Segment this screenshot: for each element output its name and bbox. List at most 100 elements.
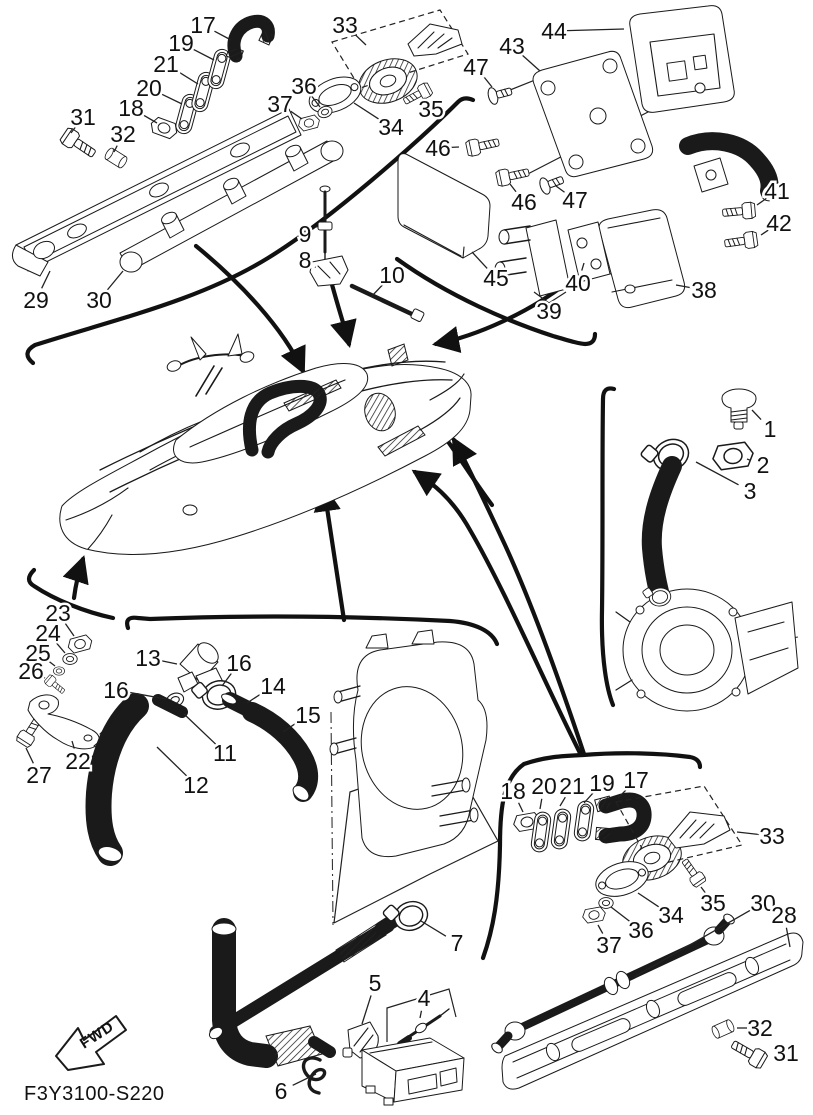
callout-31-5: 31: [70, 104, 96, 130]
callout-30-8: 30: [86, 287, 112, 313]
jetski-illustration: [59, 333, 472, 556]
callout-leader-34-12: [353, 102, 381, 121]
part-bolt-26: [43, 673, 68, 697]
callout-leader-10-16: [370, 283, 384, 298]
callout-36-57: 36: [628, 917, 654, 943]
part-group-lower-left: [14, 633, 319, 866]
callout-leader-40-24: [581, 262, 585, 271]
callout-leader-18-4: [141, 113, 158, 124]
callout-leader-22-36: [71, 740, 75, 749]
callout-leader-44-17: [566, 28, 625, 32]
callout-30-59: 30: [750, 890, 776, 916]
part-bolt-41: [721, 201, 757, 222]
callout-17-0: 17: [190, 12, 216, 38]
callout-leader-34-56: [637, 892, 661, 909]
part-plate-40: [567, 221, 611, 283]
part-screw-47: [485, 82, 515, 106]
callout-leader-19-1: [192, 48, 215, 61]
callout-20-50: 20: [531, 773, 557, 799]
callout-leader-24-33: [55, 642, 66, 654]
callout-35-13: 35: [418, 96, 444, 122]
callout-leader-29-7: [41, 270, 51, 289]
callout-leader-12-44: [156, 746, 188, 777]
callout-34-12: 34: [378, 114, 404, 140]
callout-leader-13-38: [160, 659, 178, 665]
callout-leader-41-27: [756, 197, 767, 206]
callout-leader-3-31: [695, 461, 739, 486]
callout-19-52: 19: [589, 770, 615, 796]
callout-leader-4-47: [419, 1010, 423, 1019]
part-group-bottom-center: [208, 892, 465, 1106]
callout-31-62: 31: [773, 1040, 799, 1066]
callout-25-34: 25: [25, 640, 51, 666]
part-stay-33: [407, 23, 463, 57]
callout-leader-18-49: [518, 802, 524, 813]
part-washer-25: [53, 666, 65, 676]
callout-leader-17-53: [617, 788, 628, 799]
callout-leader-37-11: [290, 110, 303, 120]
callout-44-17: 44: [541, 18, 567, 44]
callout-20-3: 20: [136, 75, 162, 101]
callout-26-35: 26: [18, 658, 44, 684]
callout-19-1: 19: [168, 30, 194, 56]
callout-33-9: 33: [332, 12, 358, 38]
callout-9-14: 9: [299, 221, 312, 247]
part-plate-45: [397, 153, 491, 259]
part-pin-4: [397, 1008, 450, 1047]
part-collar-32b: [710, 1018, 736, 1040]
part-deck-rail-29: [12, 108, 302, 277]
callout-leader-23-32: [64, 623, 75, 637]
callout-leader-16-39: [128, 691, 167, 700]
part-bolt-42: [723, 230, 759, 253]
part-tierod-30b: [491, 913, 735, 1054]
part-cover-44: [629, 5, 735, 113]
callout-42-28: 42: [766, 210, 792, 236]
callout-leaders: [25, 28, 791, 1086]
part-bolt-31b: [727, 1035, 770, 1071]
part-bolt-46b: [494, 163, 531, 188]
callout-leader-33-54: [736, 831, 760, 836]
callout-3-31: 3: [744, 478, 757, 504]
part-nut-18: [148, 115, 180, 141]
part-washer-24: [62, 653, 78, 665]
part-engine-bracket: [329, 629, 488, 858]
callout-5-46: 5: [369, 970, 382, 996]
callout-leader-20-3: [160, 93, 183, 105]
callout-leader-9-14: [315, 225, 319, 228]
part-damper-8: [309, 255, 349, 287]
part-bolt-46: [464, 133, 501, 158]
callout-47-22: 47: [562, 187, 588, 213]
callout-18-4: 18: [118, 95, 144, 121]
part-pin-9: [317, 185, 333, 264]
part-nipple-11: [152, 694, 188, 718]
part-clip-6: [301, 1056, 327, 1095]
callout-leader-36-10: [311, 95, 321, 108]
callout-leader-17-0: [214, 30, 232, 41]
callout-7-45: 7: [451, 930, 464, 956]
part-pump-housing: [615, 583, 799, 712]
callout-11-43: 11: [213, 740, 237, 766]
callout-23-32: 23: [45, 600, 71, 626]
callout-leader-30-59: [633, 908, 753, 978]
callout-43-18: 43: [499, 33, 525, 59]
part-group-muffler-mount-top: [296, 9, 469, 322]
part-plate-43: [532, 50, 654, 178]
callout-leader-47-22: [555, 185, 565, 193]
callout-16-39: 16: [103, 677, 129, 703]
callout-6-48: 6: [275, 1078, 288, 1104]
callout-leader-27-37: [25, 747, 34, 764]
callout-leader-32-6: [113, 145, 118, 153]
callout-leader-21-51: [559, 796, 566, 807]
callout-1-29: 1: [764, 416, 777, 442]
callout-leader-25-34: [47, 660, 56, 667]
part-sponson-28: [501, 932, 804, 1090]
callout-leader-21-2: [176, 70, 199, 85]
callout-40-24: 40: [565, 270, 591, 296]
callout-17-53: 17: [623, 767, 649, 793]
part-mount-39: [494, 219, 571, 297]
part-anchor-22: [27, 694, 100, 750]
part-nut-37: [296, 113, 322, 133]
part-group-bottom-right: [491, 785, 804, 1090]
callout-leader-42-28: [760, 229, 769, 236]
